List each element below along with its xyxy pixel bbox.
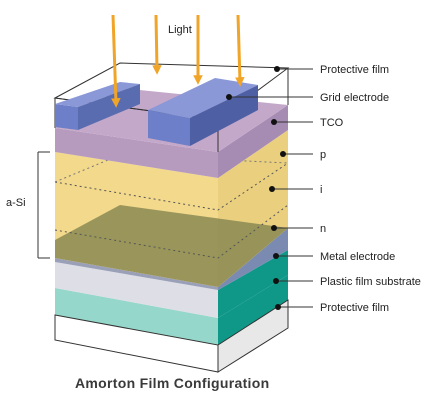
label-plastic-film-substrate: Plastic film substrate (320, 276, 421, 288)
callouts (226, 66, 313, 310)
bottom-protective-film (54, 275, 289, 373)
asi-bracket (37, 151, 50, 259)
label-p-layer: p (320, 149, 326, 161)
light-arrows (111, 14, 245, 108)
label-tco: TCO (320, 117, 344, 129)
asi-layer (54, 130, 289, 287)
light-label: Light (168, 24, 192, 36)
label-grid-electrode: Grid electrode (320, 92, 389, 104)
metal-electrode-layer (55, 228, 288, 290)
label-n-layer: n (320, 223, 326, 235)
grid-electrode-left (55, 82, 140, 130)
label-protective-film-bottom: Protective film (320, 302, 389, 314)
label-i-layer: i (320, 184, 322, 196)
label-metal-electrode: Metal electrode (320, 251, 395, 263)
grid-electrode-right (148, 78, 258, 146)
asi-bracket-label: a-Si (6, 197, 26, 209)
diagram-caption: Amorton Film Configuration (75, 375, 269, 391)
label-protective-film-top: Protective film (320, 64, 389, 76)
plastic-film-substrate (55, 250, 288, 318)
